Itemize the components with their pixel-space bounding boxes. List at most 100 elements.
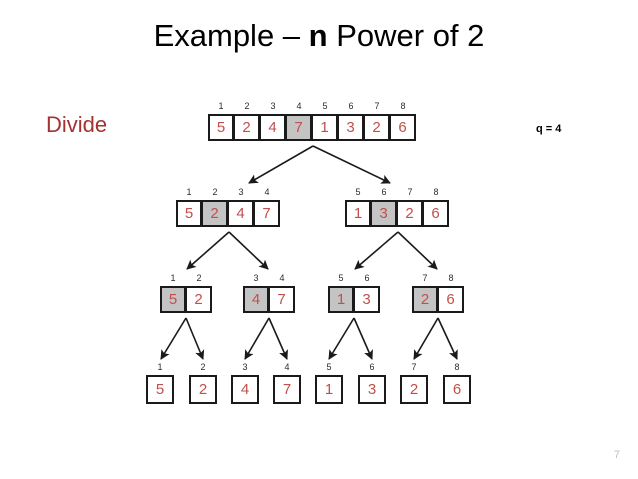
array-cell: 6 xyxy=(390,114,416,141)
array-cell: 4 xyxy=(231,375,259,404)
array-index-label: 6 xyxy=(348,101,354,111)
array-single-3: 4 xyxy=(231,375,259,404)
arrow-1-to-right xyxy=(312,145,391,184)
array-index-label: 1 xyxy=(186,187,192,197)
array-cell: 6 xyxy=(443,375,471,404)
array-index-label: 7 xyxy=(411,362,417,372)
array-cell: 3 xyxy=(358,375,386,404)
array-index-label: 5 xyxy=(326,362,332,372)
array-cell: 2 xyxy=(234,114,260,141)
page-title: Example – n Power of 2 xyxy=(0,18,638,54)
array-index-label: 7 xyxy=(422,273,428,283)
array-cell: 2 xyxy=(400,375,428,404)
arrow-2l-to-p2 xyxy=(228,231,269,270)
array-cell: 2 xyxy=(202,200,228,227)
array-single-7: 2 xyxy=(400,375,428,404)
array-cell: 4 xyxy=(243,286,269,313)
array-cell: 5 xyxy=(146,375,174,404)
array-cell: 5 xyxy=(160,286,186,313)
array-index-label: 3 xyxy=(270,101,276,111)
array-index-label: 3 xyxy=(242,362,248,372)
array-cell: 3 xyxy=(354,286,380,313)
q-value-label: q = 4 xyxy=(536,123,562,135)
array-single-1: 5 xyxy=(146,375,174,404)
array-cell: 1 xyxy=(328,286,354,313)
array-cell: 7 xyxy=(254,200,280,227)
array-index-label: 2 xyxy=(212,187,218,197)
array-cell: 5 xyxy=(208,114,234,141)
array-index-label: 1 xyxy=(157,362,163,372)
title-prefix: Example – xyxy=(153,18,309,53)
arrow-p1-to-s1 xyxy=(160,317,187,360)
array-index-label: 2 xyxy=(200,362,206,372)
array-cell: 4 xyxy=(228,200,254,227)
array-single-5: 1 xyxy=(315,375,343,404)
array-single-2: 2 xyxy=(189,375,217,404)
array-index-label: 6 xyxy=(364,273,370,283)
array-cell: 6 xyxy=(438,286,464,313)
arrow-2r-to-p3 xyxy=(354,231,399,270)
array-cell: 2 xyxy=(412,286,438,313)
array-index-label: 7 xyxy=(374,101,380,111)
array-index-label: 1 xyxy=(170,273,176,283)
array-index-label: 2 xyxy=(196,273,202,283)
array-cell: 7 xyxy=(269,286,295,313)
arrow-p4-to-s8 xyxy=(437,317,458,360)
array-index-label: 8 xyxy=(448,273,454,283)
array-index-label: 4 xyxy=(296,101,302,111)
array-index-label: 8 xyxy=(433,187,439,197)
array-index-label: 8 xyxy=(454,362,460,372)
array-cell: 3 xyxy=(371,200,397,227)
divide-label: Divide xyxy=(46,112,108,137)
page-number: 7 xyxy=(613,449,620,461)
array-cell: 4 xyxy=(260,114,286,141)
array-index-label: 5 xyxy=(338,273,344,283)
array-index-label: 3 xyxy=(238,187,244,197)
arrow-p3-to-s6 xyxy=(353,317,373,360)
array-index-label: 4 xyxy=(264,187,270,197)
array-index-label: 3 xyxy=(253,273,259,283)
array-cell: 2 xyxy=(397,200,423,227)
array-cell: 3 xyxy=(338,114,364,141)
array-index-label: 6 xyxy=(381,187,387,197)
array-cell: 7 xyxy=(286,114,312,141)
array-cell: 5 xyxy=(176,200,202,227)
array-single-8: 6 xyxy=(443,375,471,404)
title-suffix: Power of 2 xyxy=(327,18,485,53)
array-cell: 7 xyxy=(273,375,301,404)
array-index-label: 6 xyxy=(369,362,375,372)
arrow-2r-to-p4 xyxy=(397,231,438,270)
title-variable-n: n xyxy=(308,18,328,53)
array-single-6: 3 xyxy=(358,375,386,404)
array-index-label: 4 xyxy=(279,273,285,283)
arrow-1-to-left xyxy=(248,145,314,184)
array-index-label: 1 xyxy=(218,101,224,111)
arrow-p4-to-s7 xyxy=(413,317,439,360)
array-cell: 1 xyxy=(345,200,371,227)
arrow-p1-to-s2 xyxy=(185,317,205,360)
array-index-label: 5 xyxy=(322,101,328,111)
arrow-p2-to-s3 xyxy=(244,317,270,360)
array-single-4: 7 xyxy=(273,375,301,404)
array-index-label: 4 xyxy=(284,362,290,372)
array-cell: 1 xyxy=(312,114,338,141)
arrow-p2-to-s4 xyxy=(268,317,288,360)
array-cell: 2 xyxy=(364,114,390,141)
array-index-label: 2 xyxy=(244,101,250,111)
arrow-p3-to-s5 xyxy=(328,317,355,360)
array-cell: 2 xyxy=(189,375,217,404)
array-index-label: 7 xyxy=(407,187,413,197)
array-cell: 6 xyxy=(423,200,449,227)
arrow-2l-to-p1 xyxy=(186,231,230,270)
array-cell: 2 xyxy=(186,286,212,313)
array-cell: 1 xyxy=(315,375,343,404)
